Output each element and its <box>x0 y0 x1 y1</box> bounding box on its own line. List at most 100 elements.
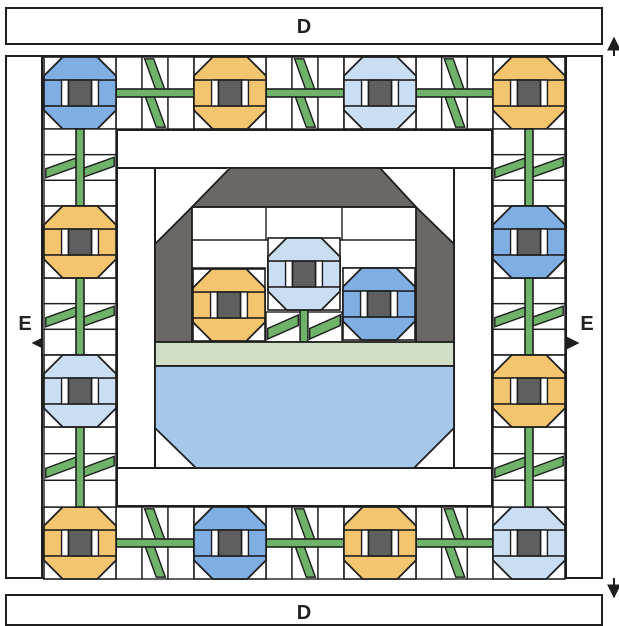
sash-cell <box>493 129 529 155</box>
flower-center <box>517 80 540 106</box>
sash-cell <box>493 427 529 454</box>
flower-gap <box>212 530 219 556</box>
sash-cell <box>116 93 142 129</box>
flower-yellow <box>194 57 266 129</box>
sash-cell <box>44 480 80 507</box>
sash-cell <box>168 543 194 579</box>
flower-gap <box>62 229 69 255</box>
flower-blue <box>493 206 565 278</box>
left-side-label: E <box>18 313 31 335</box>
basket-flower-yellow <box>193 269 265 341</box>
sash-cell <box>416 93 442 129</box>
sash-cell <box>266 543 292 579</box>
sash-cell <box>80 129 116 155</box>
sash-cell <box>80 278 116 304</box>
flower-light_blue <box>493 507 565 579</box>
sash-cell <box>266 507 292 543</box>
stem <box>300 310 308 342</box>
flower-center <box>68 229 91 255</box>
flower-gap <box>362 530 369 556</box>
right-side-label: E <box>580 313 593 335</box>
flower-center <box>368 530 391 556</box>
flower-gap <box>541 378 548 404</box>
flower-gap <box>391 291 398 317</box>
stem <box>266 89 344 97</box>
stem <box>116 89 194 97</box>
leaf-right <box>529 304 565 330</box>
sash-cell <box>467 57 493 93</box>
flower-gap <box>92 80 99 106</box>
leaf-down <box>142 543 168 579</box>
sash-cell <box>44 278 80 304</box>
flower-center <box>517 530 540 556</box>
flower-gap <box>511 378 518 404</box>
flower-gap <box>316 261 323 287</box>
flower-gap <box>511 530 518 556</box>
leaf-down <box>292 543 318 579</box>
flower-blue <box>194 507 266 579</box>
sash-cell <box>529 329 565 355</box>
sash-cell <box>266 57 292 93</box>
leaf-right <box>529 454 565 481</box>
sash-cell <box>493 329 529 355</box>
flower-gap <box>362 80 369 106</box>
leaf-left <box>266 312 300 342</box>
leaf-right <box>308 312 342 342</box>
sash-cell <box>44 180 80 206</box>
stem <box>76 427 84 507</box>
flower-gap <box>511 80 518 106</box>
flower-center <box>218 530 241 556</box>
flower-gap <box>92 229 99 255</box>
flower-gap <box>541 229 548 255</box>
sash-cell <box>80 480 116 507</box>
sash-cell <box>318 93 344 129</box>
stem <box>416 539 493 547</box>
leaf-down <box>292 93 318 129</box>
leaf-up <box>292 57 318 93</box>
flower-center <box>68 80 91 106</box>
sash-cell <box>467 93 493 129</box>
flower-center <box>368 80 391 106</box>
leaf-left <box>44 304 80 330</box>
leaf-left <box>44 454 80 481</box>
sash-cell <box>416 57 442 93</box>
flower-yellow <box>493 355 565 427</box>
sash-cell <box>168 507 194 543</box>
sash-cell <box>44 427 80 454</box>
flower-light_blue <box>44 355 116 427</box>
sash-cell <box>80 329 116 355</box>
leaf-up <box>442 57 468 93</box>
sash-cell <box>529 480 565 507</box>
flower-center <box>218 80 241 106</box>
sash-cell <box>493 180 529 206</box>
flower-gap <box>212 80 219 106</box>
sash-cell <box>116 57 142 93</box>
flower-gap <box>242 80 249 106</box>
sash-cell <box>467 507 493 543</box>
flower-gap <box>92 378 99 404</box>
stem <box>266 539 344 547</box>
flower-gap <box>361 291 368 317</box>
flower-yellow <box>493 57 565 129</box>
flower-gap <box>62 530 69 556</box>
flower-gap <box>392 80 399 106</box>
leaf-down <box>142 93 168 129</box>
sash-cell <box>44 129 80 155</box>
sash-cell <box>416 543 442 579</box>
flower-gap <box>541 80 548 106</box>
basket-rim <box>155 342 454 366</box>
leaf-left <box>493 155 529 181</box>
flower-center <box>367 291 390 317</box>
leaf-left <box>493 454 529 481</box>
left-flower-column <box>44 129 116 507</box>
leaf-up <box>442 507 468 543</box>
flower-gap <box>241 292 248 318</box>
sash-cell <box>266 93 292 129</box>
stem <box>525 278 533 355</box>
right-flower-column <box>493 129 565 507</box>
basket-flower-blue <box>343 268 415 340</box>
flower-center <box>217 292 240 318</box>
leaf-right <box>80 304 116 330</box>
flower-gap <box>511 229 518 255</box>
